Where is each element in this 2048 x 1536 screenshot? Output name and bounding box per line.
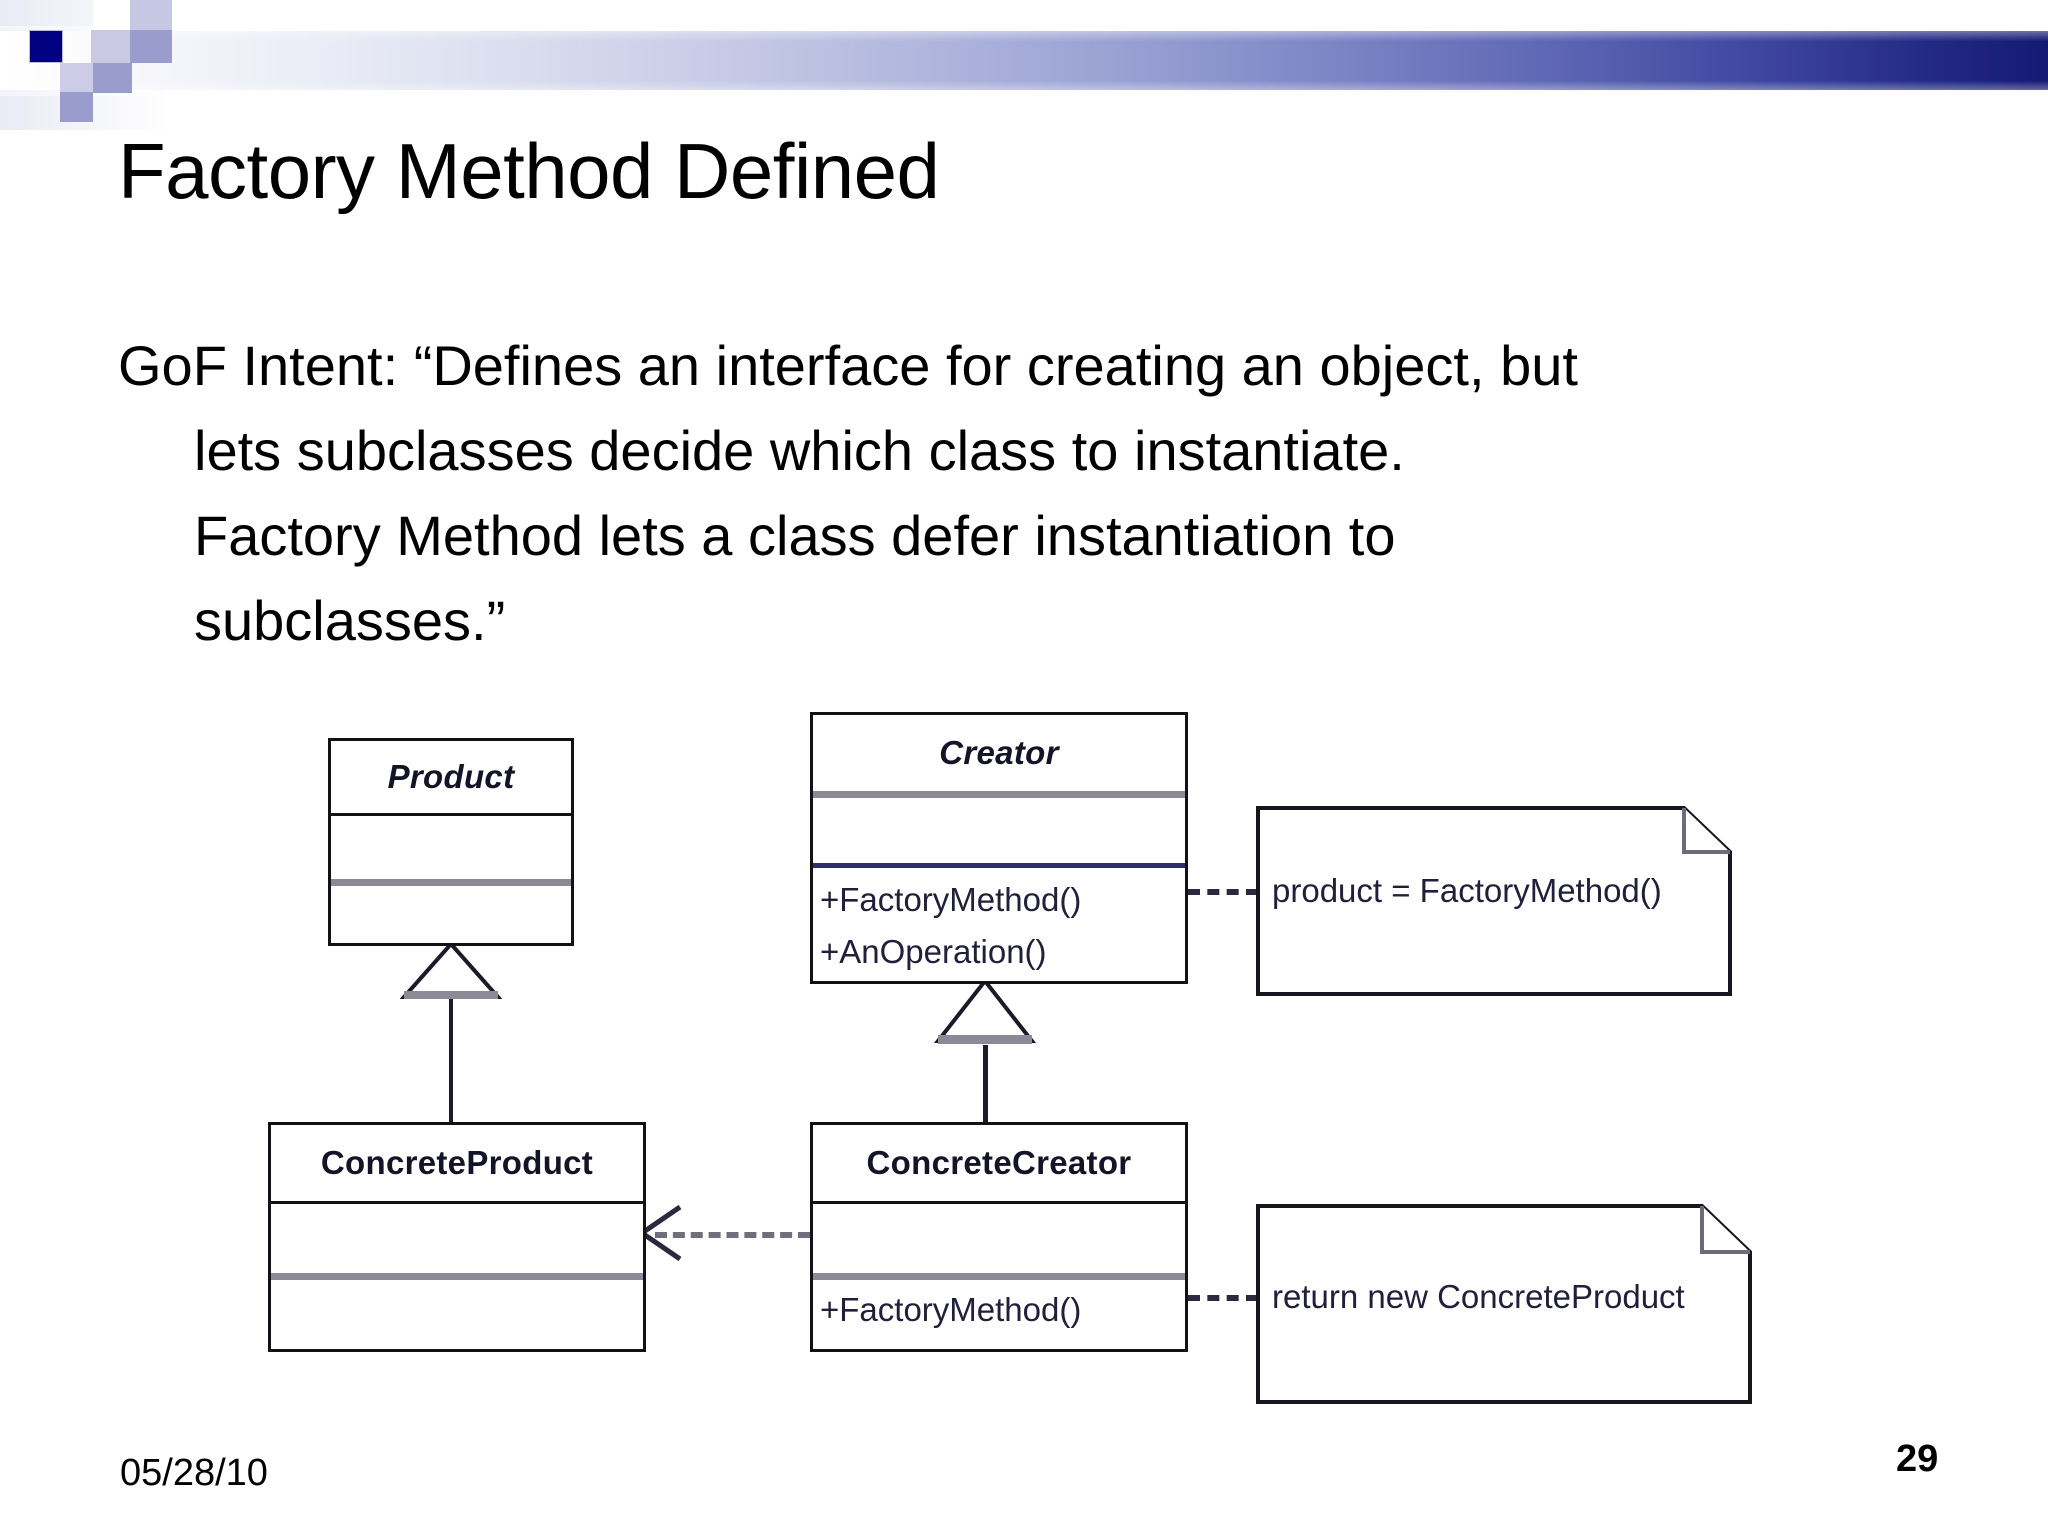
uml-class-concretecreator-attributes [813,1201,1185,1273]
generalization-arrowhead-product [400,941,502,999]
uml-note-creator[interactable]: product = FactoryMethod() [1256,806,1732,996]
uml-class-concretecreator[interactable]: ConcreteCreator +FactoryMethod() [810,1122,1188,1352]
deco-square-lavender-4 [91,30,130,63]
uml-class-product-operations [331,879,571,943]
uml-note-concretecreator-shape [1256,1204,1752,1404]
body-line-4: subclasses.” [194,589,506,652]
body-line-2: lets subclasses decide which class to in… [194,419,1405,482]
body-paragraph: GoF Intent: “Defines an interface for cr… [118,323,1918,663]
footer-date: 05/28/10 [120,1452,268,1494]
uml-class-concreteproduct-operations [271,1273,643,1349]
deco-square-lavender-1 [130,0,172,30]
deco-square-lavender-2 [93,0,130,30]
generalization-line-product [449,995,453,1123]
uml-class-concreteproduct-attributes [271,1201,643,1273]
generalization-line-creator [983,1045,988,1125]
uml-class-creator-operations: +FactoryMethod() +AnOperation() [813,863,1185,981]
uml-operation-concrete-factorymethod: +FactoryMethod() [820,1291,1082,1328]
uml-class-concreteproduct-name: ConcreteProduct [320,1144,594,1181]
generalization-arrowhead-creator [934,978,1036,1044]
deco-square-lavender-6 [60,63,93,93]
uml-class-product[interactable]: Product [328,738,574,946]
uml-operation-factorymethod: +FactoryMethod() [820,881,1082,918]
uml-class-concreteproduct[interactable]: ConcreteProduct [268,1122,646,1352]
body-line-3: Factory Method lets a class defer instan… [194,504,1396,567]
dependency-dashed-line [655,1232,810,1238]
uml-class-product-attributes [331,813,571,879]
uml-note-concretecreator[interactable]: return new ConcreteProduct [1256,1204,1752,1404]
body-line-1: GoF Intent: “Defines an interface for cr… [118,334,1578,397]
note-connector-concrete-creator [1130,1295,1258,1301]
uml-class-concretecreator-operations: +FactoryMethod() [813,1273,1185,1349]
page-title: Factory Method Defined [118,127,940,215]
deco-square-lavender-5 [93,63,132,93]
deco-square-lavender-3 [130,30,172,63]
uml-class-creator-attributes [813,791,1185,863]
uml-class-concretecreator-name: ConcreteCreator [866,1144,1132,1181]
uml-note-creator-shape [1256,806,1732,996]
uml-note-concretecreator-text: return new ConcreteProduct [1272,1278,1685,1315]
footer-page-number: 29 [1896,1438,1939,1480]
uml-class-product-name: Product [387,758,515,795]
uml-operation-anoperation: +AnOperation() [820,933,1047,970]
uml-class-creator[interactable]: Creator +FactoryMethod() +AnOperation() [810,712,1188,984]
note-connector-creator [1130,889,1258,895]
deco-square-lavender-7 [60,92,93,122]
uml-class-creator-name: Creator [939,734,1059,771]
deco-square-navy [29,30,63,63]
uml-note-creator-text: product = FactoryMethod() [1272,872,1662,909]
